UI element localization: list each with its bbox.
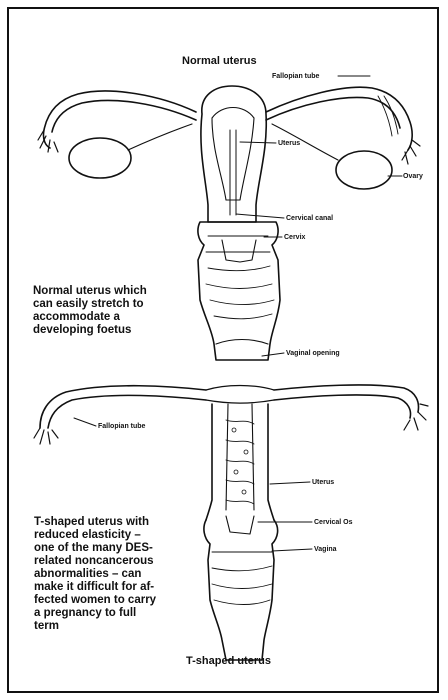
caption-line: related noncancerous [34, 555, 156, 568]
label-fallopian-tube-top: Fallopian tube [272, 72, 319, 81]
t-shaped-uterus-title: T-shaped uterus [186, 655, 271, 667]
caption-line: abnormalities – can [34, 568, 156, 581]
caption-line: T-shaped uterus with [34, 516, 156, 529]
caption-line: accommodate a [33, 311, 147, 324]
label-ovary: Ovary [403, 172, 423, 181]
caption-line: term [34, 620, 156, 633]
caption-line: developing foetus [33, 324, 147, 337]
label-uterus-top: Uterus [278, 139, 300, 148]
label-uterus-bottom: Uterus [312, 478, 334, 487]
t-shaped-uterus-caption: T-shaped uterus with reduced elasticity … [34, 516, 156, 633]
caption-line: can easily stretch to [33, 298, 147, 311]
label-cervical-os: Cervical Os [314, 518, 353, 527]
caption-line: a pregnancy to full [34, 607, 156, 620]
label-vagina: Vagina [314, 545, 337, 554]
normal-uterus-title: Normal uterus [182, 55, 257, 67]
caption-line: one of the many DES- [34, 542, 156, 555]
label-vaginal-opening: Vaginal opening [286, 349, 340, 358]
caption-line: Normal uterus which [33, 285, 147, 298]
caption-line: make it difficult for af- [34, 581, 156, 594]
normal-uterus-caption: Normal uterus which can easily stretch t… [33, 285, 147, 337]
caption-line: fected women to carry [34, 594, 156, 607]
label-cervix: Cervix [284, 233, 305, 242]
label-cervical-canal: Cervical canal [286, 214, 333, 223]
caption-line: reduced elasticity – [34, 529, 156, 542]
label-fallopian-tube-bottom: Fallopian tube [98, 422, 145, 431]
